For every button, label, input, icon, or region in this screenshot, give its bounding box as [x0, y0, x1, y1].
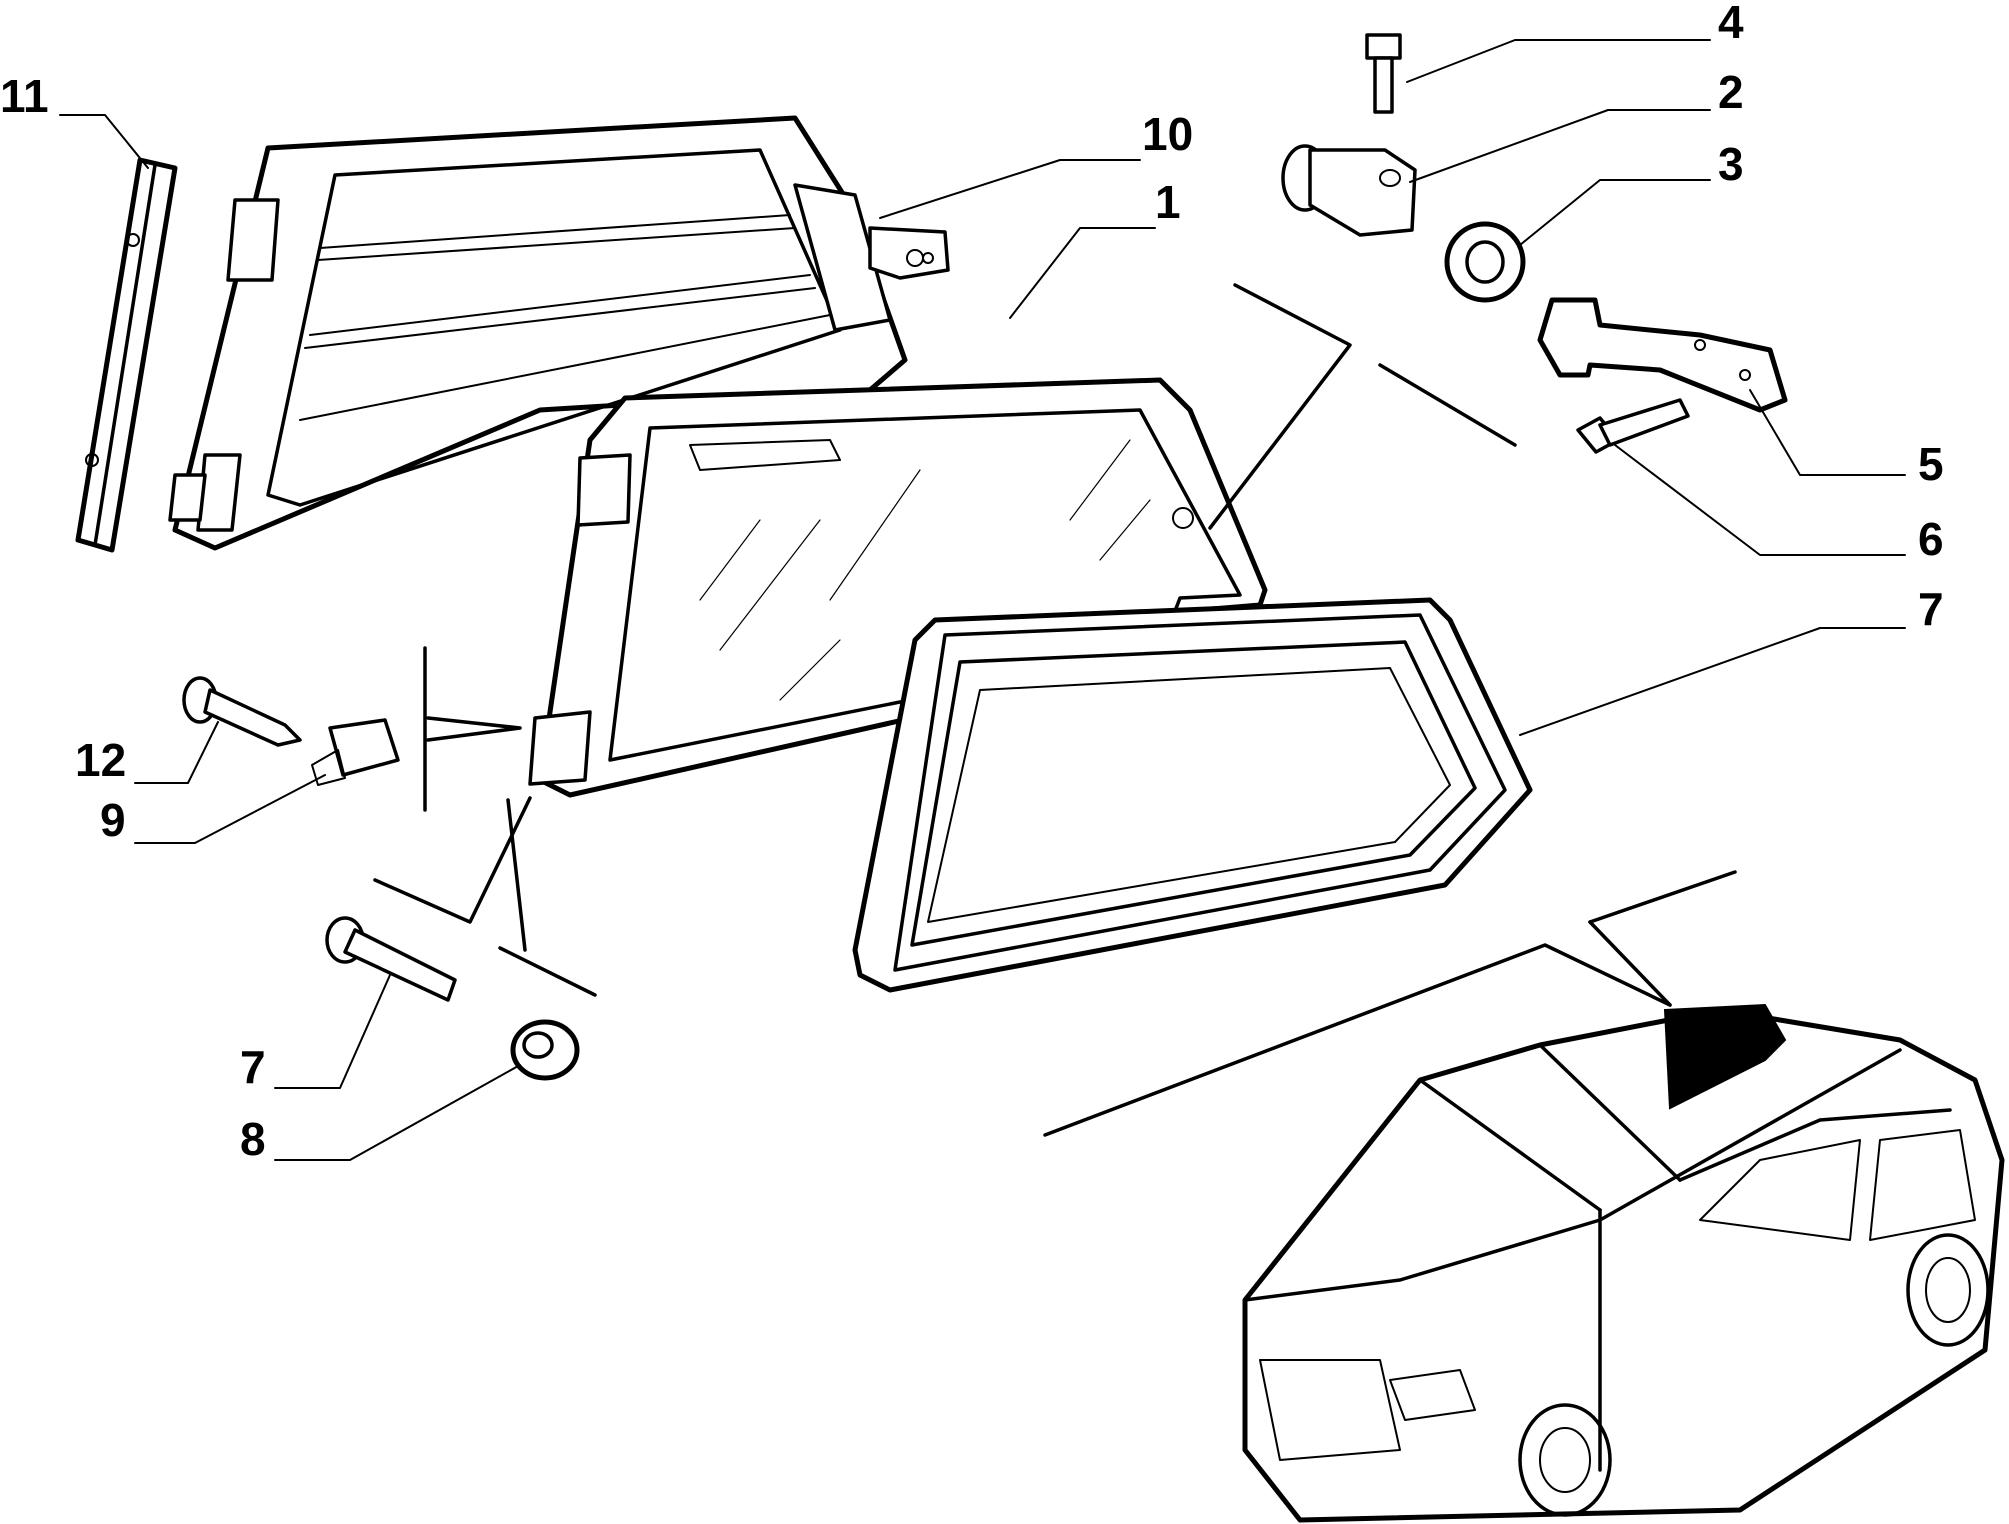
part-7-bolt-lower [325, 916, 457, 1002]
callout-5: 5 [1918, 438, 1944, 490]
part-3-washer [1444, 221, 1526, 303]
car-overview-illustration [1043, 870, 2005, 1523]
part-2-pivot [1281, 144, 1417, 237]
callout-3: 3 [1718, 138, 1744, 190]
callout-10: 10 [1142, 108, 1193, 160]
callout-6: 7 [1918, 583, 1944, 635]
callout-7-upper: 6 [1918, 513, 1944, 565]
part-10-louvred-frame [168, 115, 950, 551]
part-4-pin-screw [1365, 33, 1402, 114]
callout-7-lower: 7 [240, 1041, 266, 1093]
part-9-clip [311, 718, 400, 786]
callout-labels: 4 2 3 5 6 7 1 10 11 12 9 7 8 [0, 0, 1944, 1165]
part-6-glass-seal [852, 597, 1533, 993]
part-8-nut [510, 1019, 580, 1081]
leader-lines [59, 39, 1906, 1161]
callout-8: 8 [240, 1113, 266, 1165]
callout-9: 9 [100, 794, 126, 846]
part-12-screw [182, 676, 302, 747]
callout-12: 12 [75, 734, 126, 786]
callout-1: 1 [1155, 176, 1181, 228]
highlighted-side-window [1663, 1003, 1787, 1110]
part-11-trim-strip [75, 157, 178, 553]
callout-2: 2 [1718, 66, 1744, 118]
assembly-guide-lines [373, 283, 1517, 997]
part-5-bracket [1537, 297, 1788, 413]
callout-4: 4 [1718, 0, 1744, 48]
part-7-bolt-upper [1576, 398, 1690, 454]
callout-11: 11 [0, 70, 49, 122]
part-1-side-glass [528, 377, 1268, 798]
